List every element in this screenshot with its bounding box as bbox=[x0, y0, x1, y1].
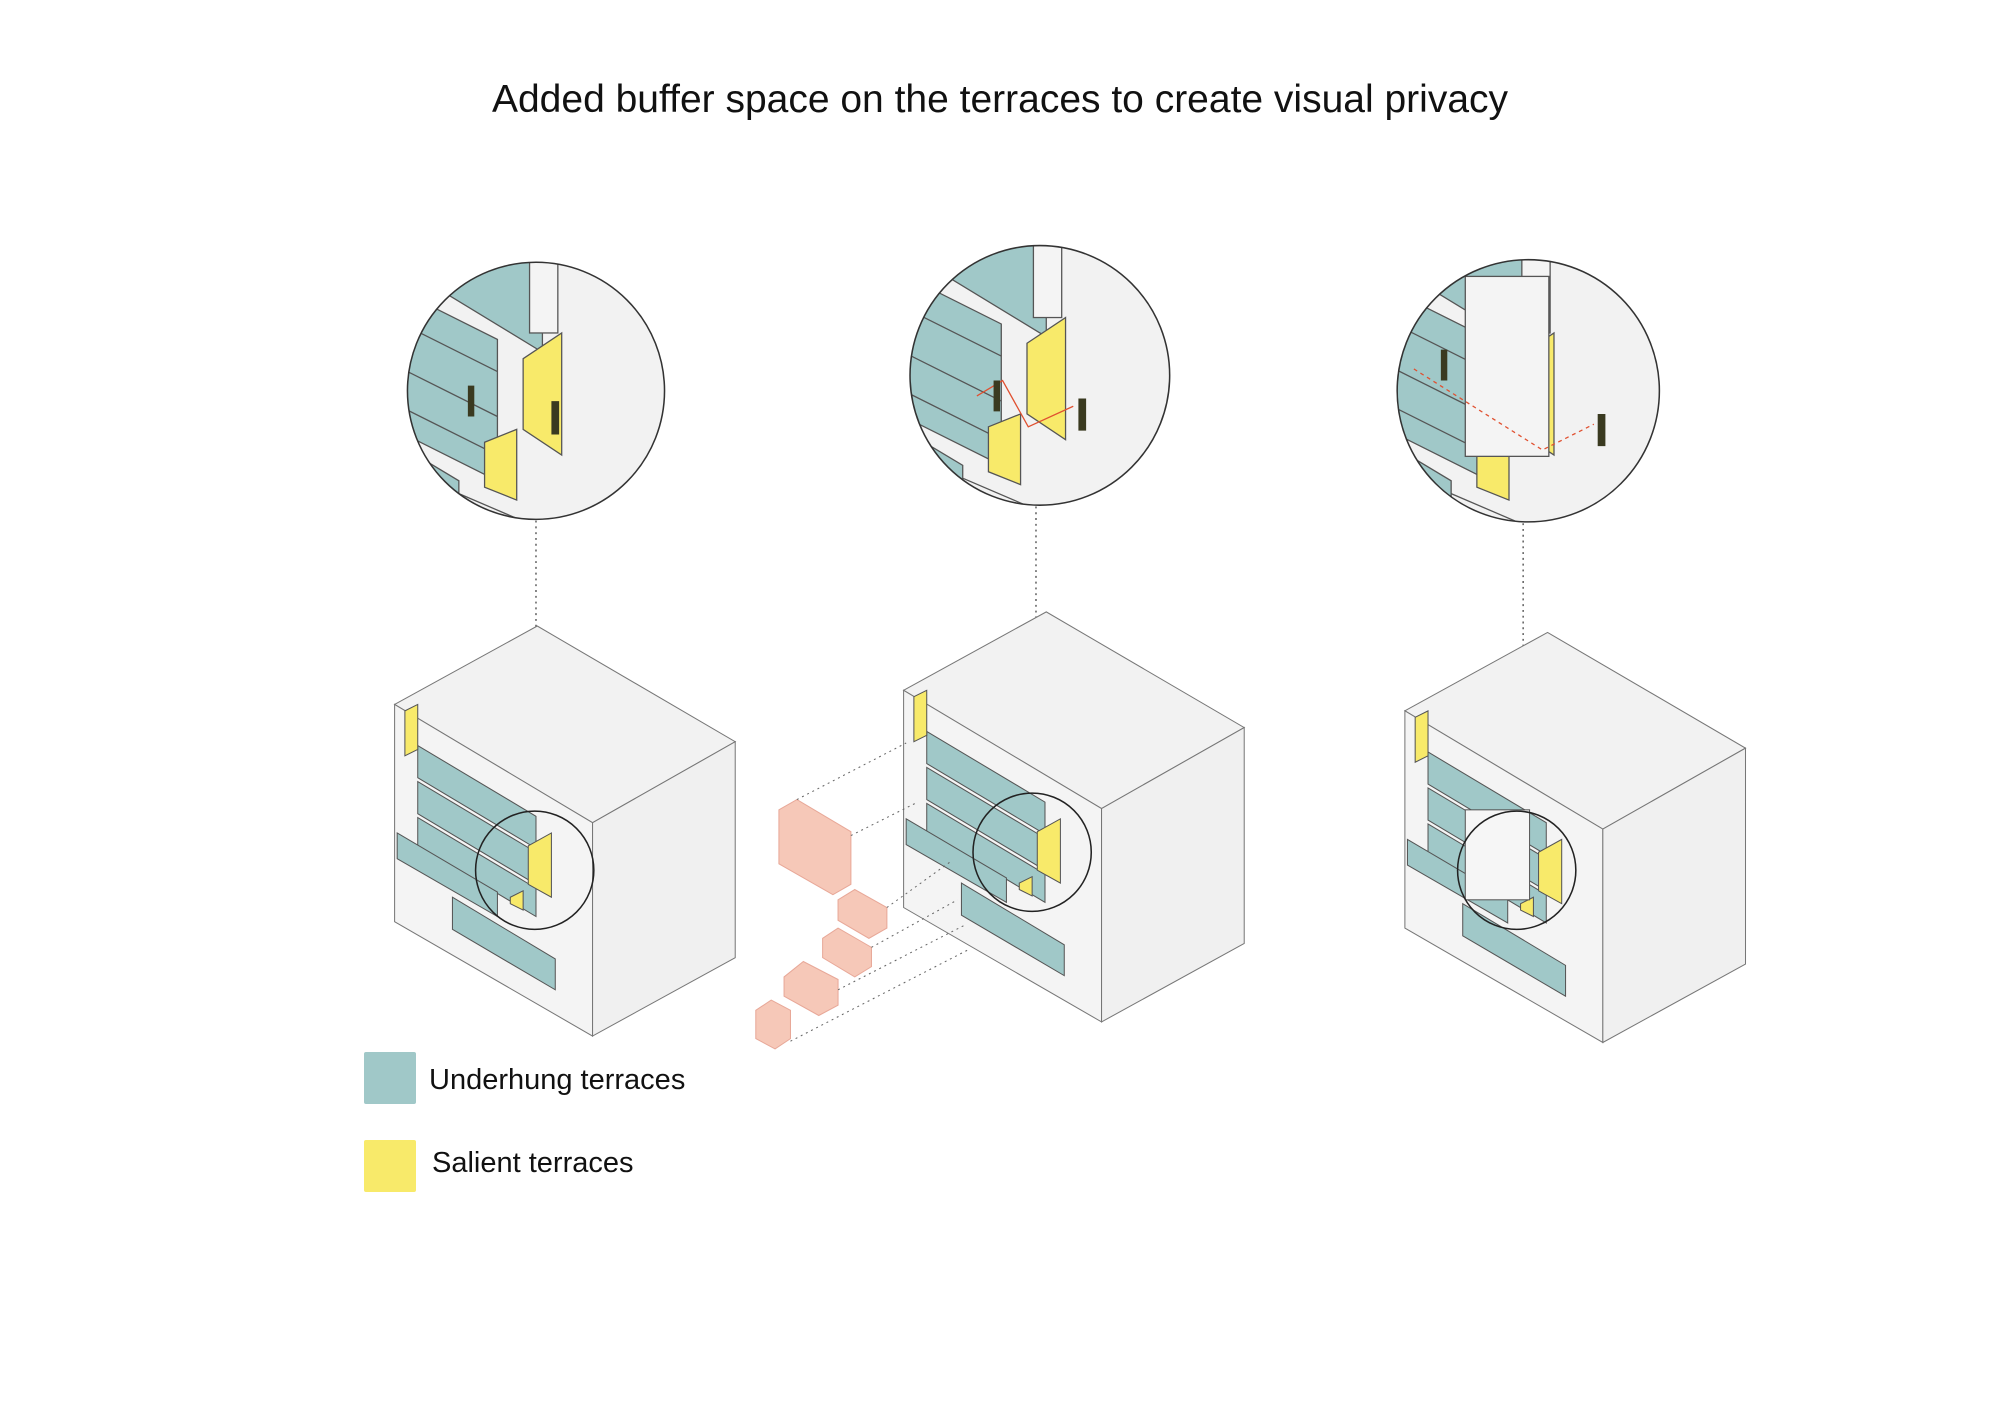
legend-swatch-salient bbox=[364, 1140, 416, 1192]
building-screened bbox=[1404, 631, 1747, 1043]
legend-label-salient: Salient terraces bbox=[432, 1147, 634, 1179]
person-icon bbox=[1597, 413, 1606, 447]
zoom-circle-existing bbox=[406, 261, 666, 521]
zoom-circle-screened bbox=[1396, 258, 1661, 523]
person-icon bbox=[1078, 398, 1087, 431]
person-icon bbox=[993, 380, 1000, 412]
buffer-blocks bbox=[755, 742, 971, 1050]
legend-label-underhung: Underhung terraces bbox=[429, 1064, 686, 1096]
zoom-circle-buffer bbox=[909, 244, 1171, 506]
person-icon bbox=[1440, 349, 1448, 381]
diagram-title: Added buffer space on the terraces to cr… bbox=[491, 78, 1509, 121]
building-buffer bbox=[903, 611, 1245, 1023]
person-icon bbox=[467, 385, 475, 417]
person-icon bbox=[551, 401, 560, 435]
legend-swatch-underhung bbox=[364, 1052, 416, 1104]
building-existing bbox=[394, 625, 736, 1037]
